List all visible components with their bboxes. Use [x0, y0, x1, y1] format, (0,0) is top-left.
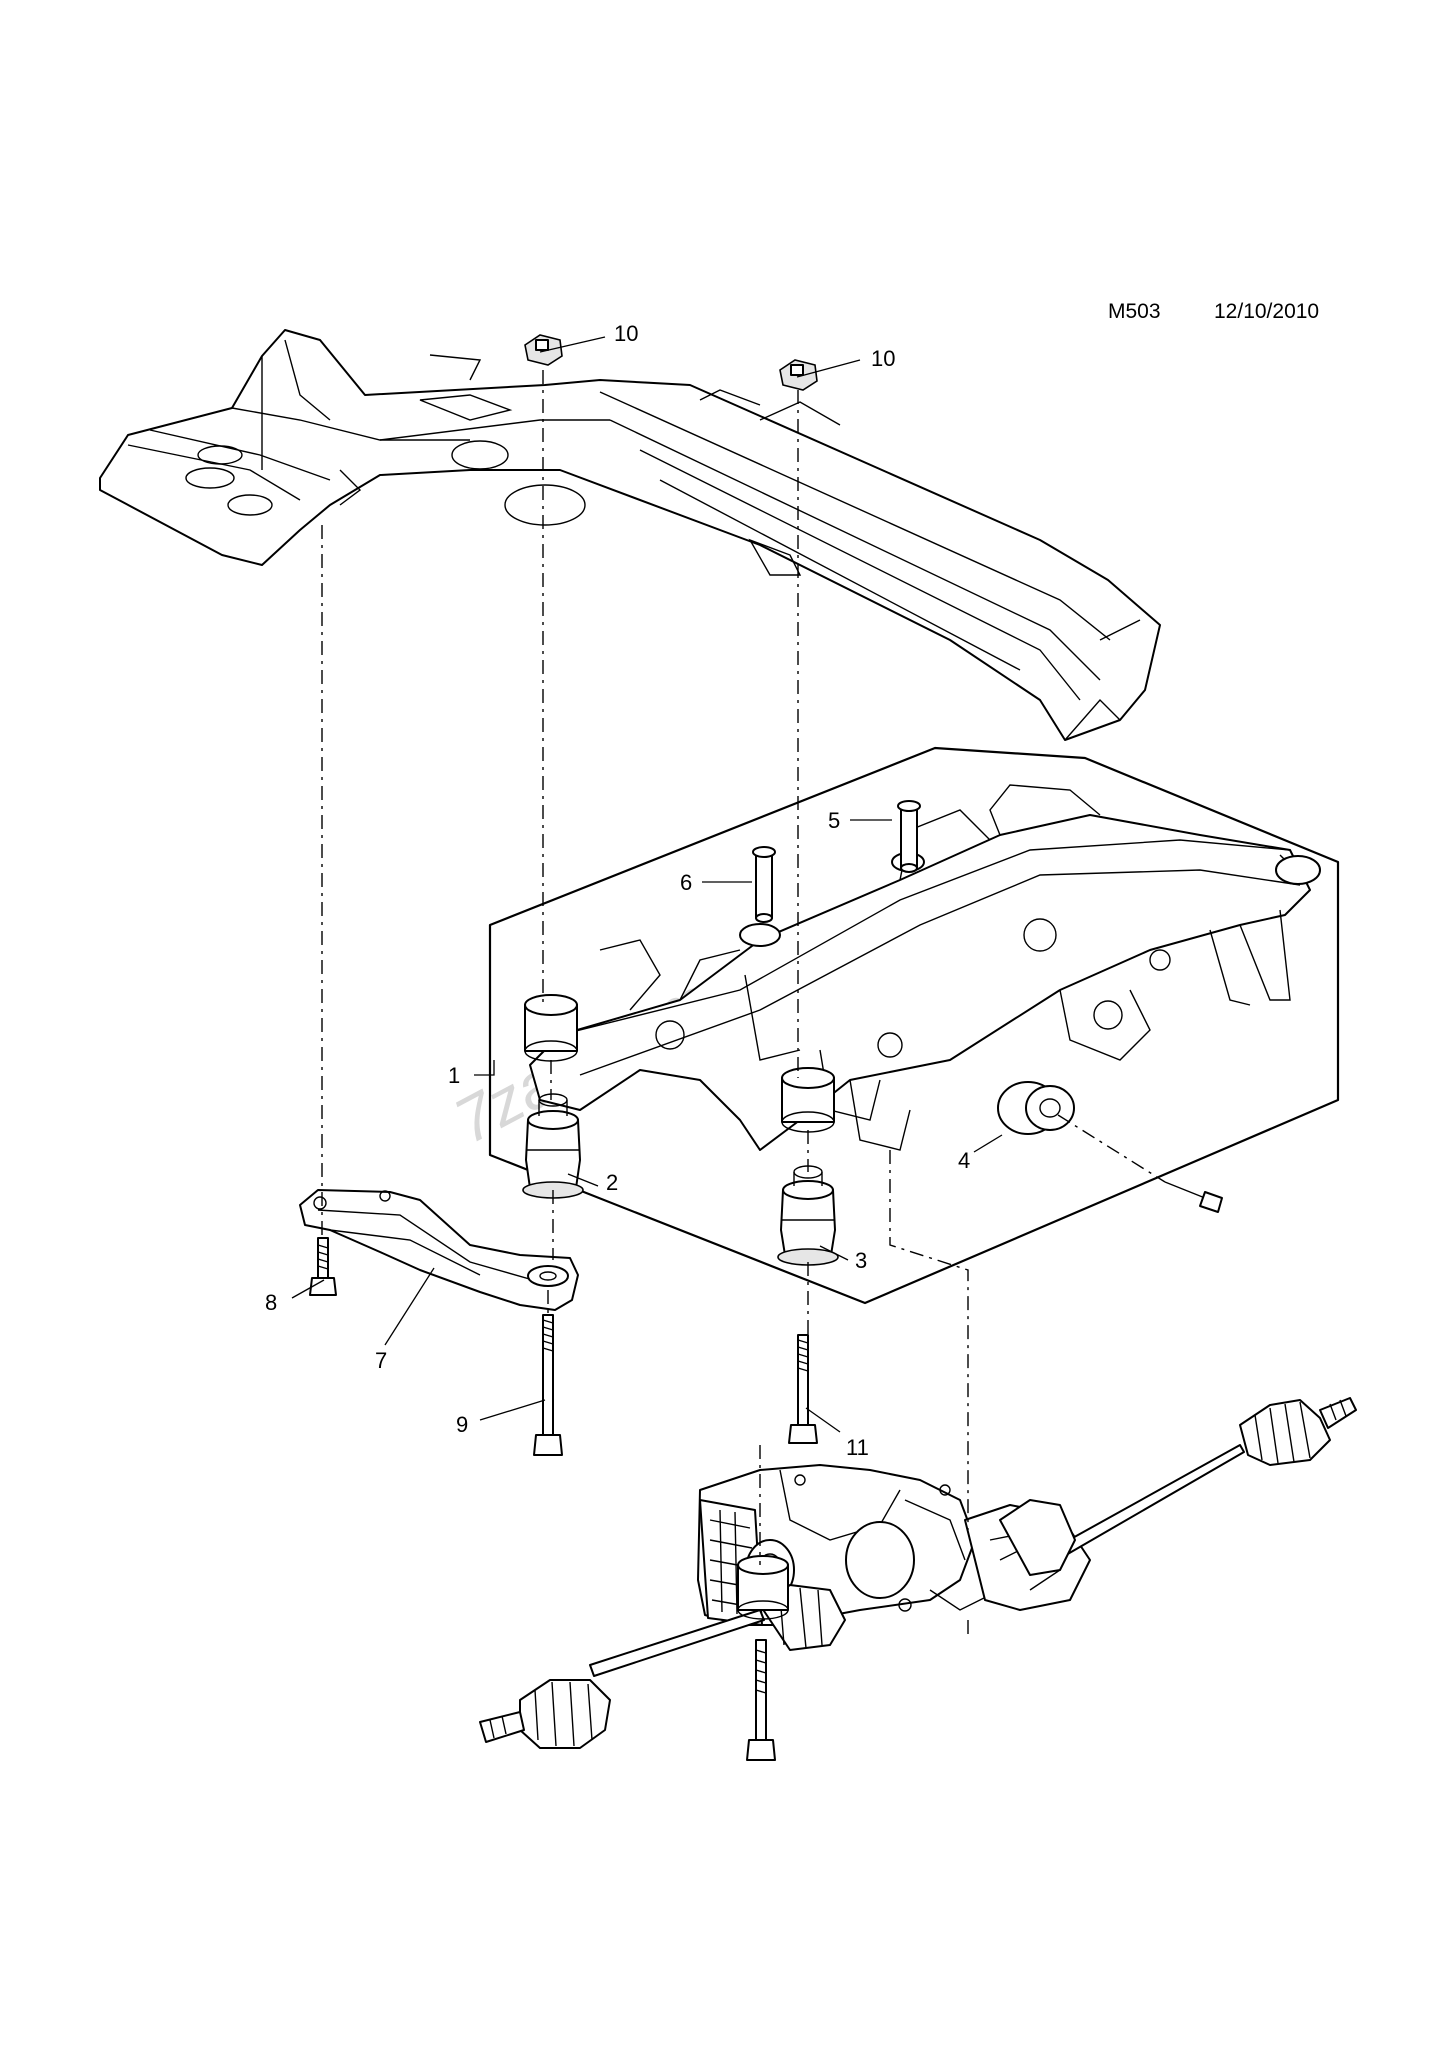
rear-subframe — [524, 784, 1321, 1151]
differential-mount-bushing — [737, 1555, 789, 1620]
callout-11: 11 — [846, 1435, 869, 1460]
bolt-9 — [533, 1314, 563, 1456]
callout-3: 3 — [855, 1248, 867, 1273]
bushing-2 — [522, 1093, 584, 1199]
subframe-bushing-left-sleeve — [524, 994, 578, 1062]
support-bracket-7 — [299, 1189, 579, 1311]
half-shaft-left — [479, 1584, 846, 1749]
callout-8: 8 — [265, 1290, 277, 1315]
callout-6: 6 — [680, 870, 692, 895]
callout-2: 2 — [606, 1170, 618, 1195]
clip-nut-right — [779, 359, 818, 391]
subframe-bushing-right-sleeve — [781, 1067, 835, 1133]
bushing-4 — [997, 1081, 1075, 1135]
bolt-8 — [309, 1237, 337, 1296]
bolt-11 — [788, 1334, 818, 1444]
callout-7: 7 — [375, 1348, 387, 1373]
callout-9: 9 — [456, 1412, 468, 1437]
body-rail-assembly — [99, 329, 1161, 741]
callout-10-right: 10 — [871, 346, 895, 371]
differential-mount-bolt — [746, 1639, 776, 1761]
alignment-lines — [321, 370, 1166, 1640]
spacer-sleeve-5 — [897, 800, 921, 873]
callout-5: 5 — [828, 808, 840, 833]
diagram-date: 12/10/2010 — [1214, 300, 1319, 323]
bushing-3 — [777, 1165, 839, 1266]
half-shaft-right — [999, 1397, 1357, 1576]
callout-4: 4 — [958, 1148, 970, 1173]
clip-nut-left — [524, 334, 563, 366]
spacer-sleeve-6 — [752, 846, 776, 923]
callout-1: 1 — [448, 1063, 460, 1088]
callout-10-left: 10 — [614, 321, 638, 346]
diagram-code: M503 — [1108, 300, 1161, 323]
bolt-4 — [1164, 1181, 1223, 1213]
callout-leaders — [291, 336, 1003, 1433]
